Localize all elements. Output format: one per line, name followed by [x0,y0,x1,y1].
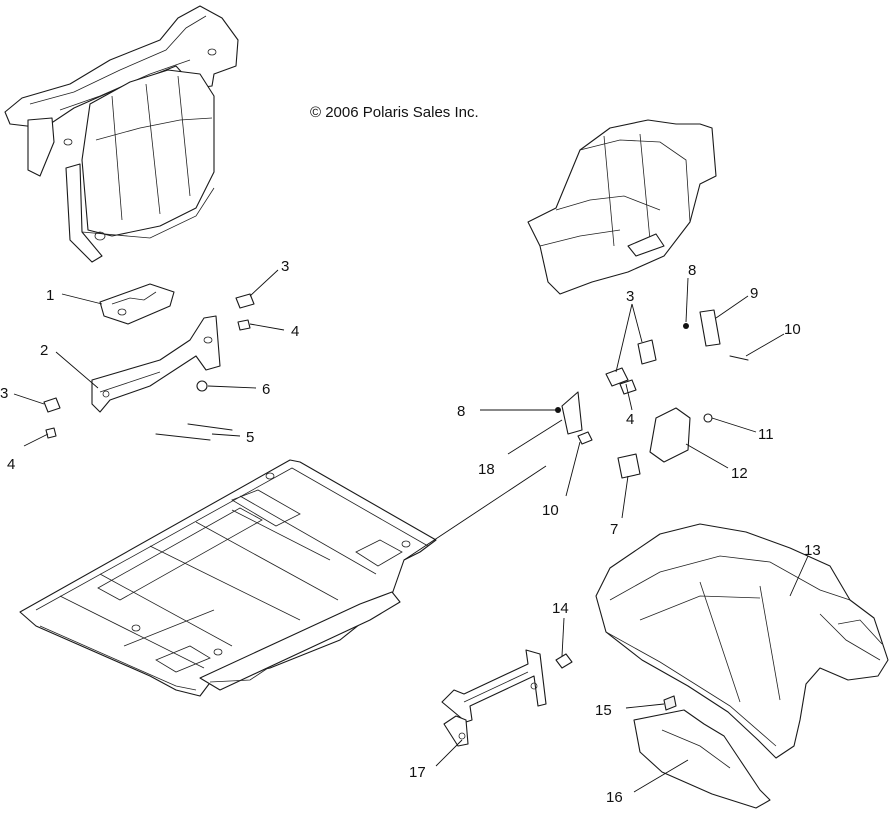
callout-17: 17 [409,764,426,781]
callout-8-b: 8 [457,403,465,420]
bumper-part [663,695,677,711]
callout-4-a: 4 [291,323,299,340]
hinge-bracket-part [555,309,749,479]
latch-plate-part [99,283,175,325]
callout-7: 7 [610,521,618,538]
callout-14: 14 [552,600,569,617]
callout-3-c: 3 [626,288,634,305]
callout-12: 12 [731,465,748,482]
rear-seat-assembly [4,5,239,263]
hardware-small-parts [43,293,255,441]
callout-2: 2 [40,342,48,359]
callout-4-b: 4 [7,456,15,473]
callout-8-a: 8 [688,262,696,279]
callout-3-b: 3 [0,385,8,402]
push-rivet-part [555,653,573,669]
callout-1: 1 [46,287,54,304]
callout-4-c: 4 [626,411,634,428]
leader-lines [13,269,809,793]
copyright-notice: © 2006 Polaris Sales Inc. [310,104,479,121]
seat-latch-bracket-part [91,315,221,413]
callout-3-a: 3 [281,258,289,275]
callout-13: 13 [804,542,821,559]
driver-seat-cushion [595,523,889,759]
callout-numbers: 1 2 3 4 3 4 6 5 3 4 8 9 10 8 11 12 18 10… [0,258,821,806]
callout-11: 11 [758,426,774,443]
seat-rest-bracket-part [441,649,547,747]
callout-10-a: 10 [784,321,801,338]
callout-16: 16 [606,789,623,806]
callout-18: 18 [478,461,495,478]
callout-15: 15 [595,702,612,719]
callout-10-b: 10 [542,502,559,519]
callout-5: 5 [246,429,254,446]
backrest-cushion [527,119,717,295]
seat-base-frame [19,459,437,697]
callout-6: 6 [262,381,270,398]
callout-9: 9 [750,285,758,302]
heat-shield-part [633,709,771,809]
